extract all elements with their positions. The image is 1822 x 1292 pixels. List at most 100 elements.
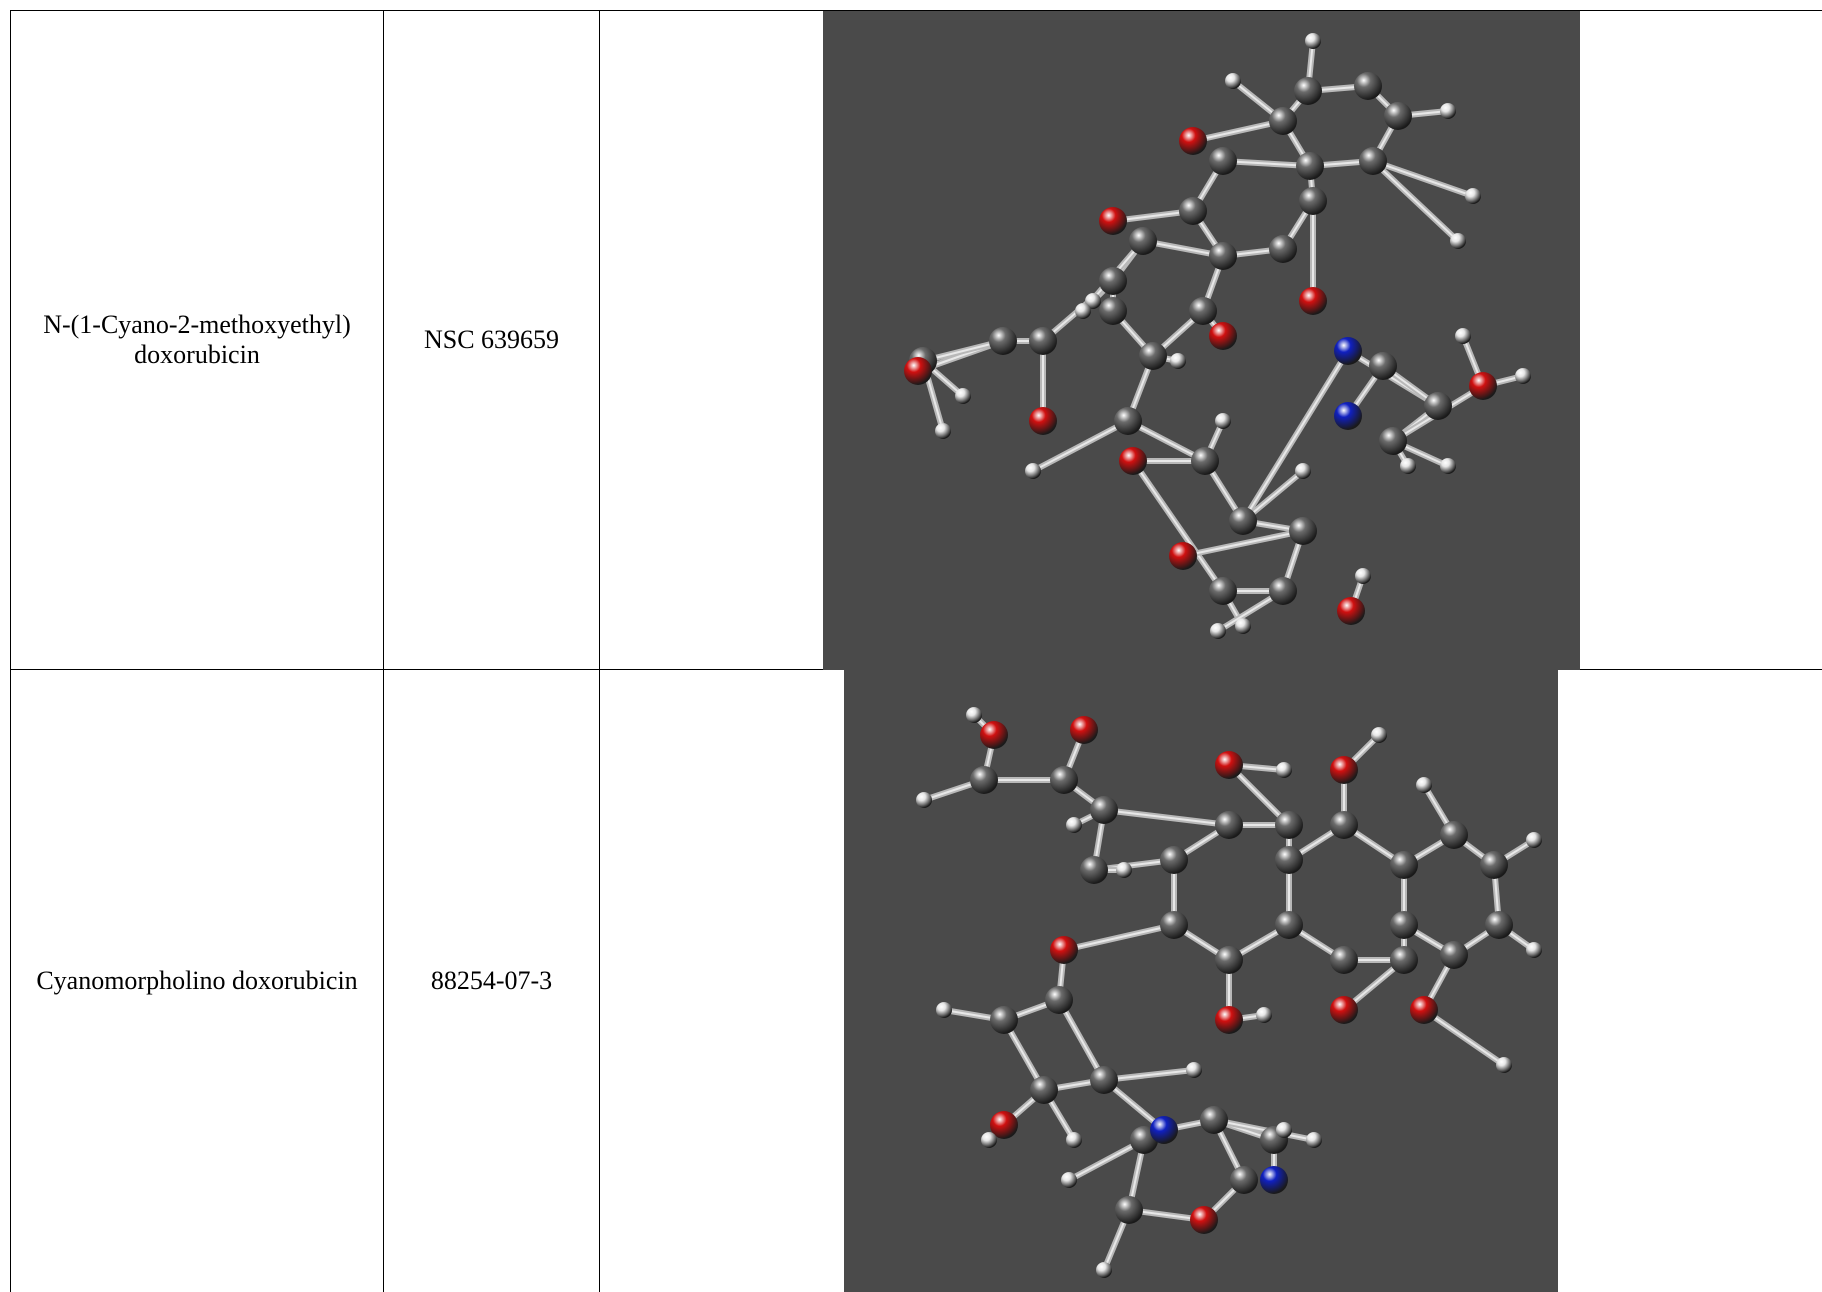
atom [1090,1066,1118,1094]
atom [1269,577,1297,605]
atom [1379,427,1407,455]
atom [1170,353,1186,369]
atom [1179,127,1207,155]
atom [1305,33,1321,49]
atom [1275,811,1303,839]
atom [1085,293,1101,309]
atom [980,721,1008,749]
atom [1169,542,1197,570]
atom [1465,188,1481,204]
bond [1127,420,1206,462]
atom [1115,1196,1143,1224]
atom [1215,811,1243,839]
atom [1269,107,1297,135]
atom [1359,147,1387,175]
bond [1228,764,1290,826]
atom [1029,327,1057,355]
compound-name: Cyanomorpholino doxorubicin [36,966,357,996]
atom [1096,1262,1112,1278]
atom [1215,946,1243,974]
atom [1294,77,1322,105]
atom [1190,1206,1218,1234]
bond [1213,1119,1315,1141]
atom [1526,942,1542,958]
atom [916,792,932,808]
atom [1400,458,1416,474]
atom [1160,846,1188,874]
atom [990,1006,1018,1034]
atom [966,707,982,723]
atom [1515,368,1531,384]
bond [1222,160,1311,167]
atom [1369,352,1397,380]
atom [1235,618,1251,634]
atom [1275,911,1303,939]
atom [1275,846,1303,874]
atom [1179,197,1207,225]
atom [1209,147,1237,175]
atom [1440,458,1456,474]
atom [1440,821,1468,849]
atom [1189,297,1217,325]
atom [1099,267,1127,295]
atom [1330,946,1358,974]
atom [1160,911,1188,939]
atom [1299,187,1327,215]
compound-name-cell: Cyanomorpholino doxorubicin [10,670,383,1292]
atom [1209,242,1237,270]
atom [1410,996,1438,1024]
compound-id-cell: NSC 639659 [383,11,599,669]
atom [1260,1166,1288,1194]
bond [1063,924,1175,951]
bond [1372,160,1459,242]
atom [1080,856,1108,884]
atom [1186,1062,1202,1078]
atom [1276,762,1292,778]
atom [1210,623,1226,639]
atom [1296,152,1324,180]
compound-table: N-(1-Cyano-2-methoxyethyl) doxorubicin N… [10,10,1822,1292]
atom [1070,716,1098,744]
bond [1132,460,1224,592]
structure-cell [599,670,1822,1292]
atom [1334,337,1362,365]
molecule-structure-icon [904,33,1531,639]
compound-name: N-(1-Cyano-2-methoxyethyl) doxorubicin [43,310,351,370]
atom [1075,303,1091,319]
atom [1029,407,1057,435]
compound-name-line: doxorubicin [134,340,260,369]
atom [1384,102,1412,130]
bond [1242,350,1349,522]
molecule-structure-icon [916,707,1542,1278]
table-row: Cyanomorpholino doxorubicin 88254-07-3 [10,670,1822,1292]
atom [1390,911,1418,939]
atom [1025,463,1041,479]
atom [1440,103,1456,119]
atom [1276,1122,1292,1138]
atom [1334,402,1362,430]
atom [1330,811,1358,839]
atom [1116,862,1132,878]
atom [1469,372,1497,400]
atom [1114,407,1142,435]
atom [1256,1007,1272,1023]
atom [1480,851,1508,879]
atom [1061,1172,1077,1188]
atom [1390,946,1418,974]
atom [1200,1106,1228,1134]
bond [1032,420,1129,472]
atom [1045,986,1073,1014]
atom [1440,941,1468,969]
atom [1289,517,1317,545]
atom [1030,1076,1058,1104]
bond [1192,120,1284,142]
atom [1129,227,1157,255]
bond [1182,530,1304,557]
atom [1330,756,1358,784]
atom [1050,766,1078,794]
atom [1390,851,1418,879]
structure-cell [599,11,1822,670]
atom [935,423,951,439]
atom [1066,817,1082,833]
atom [1299,287,1327,315]
